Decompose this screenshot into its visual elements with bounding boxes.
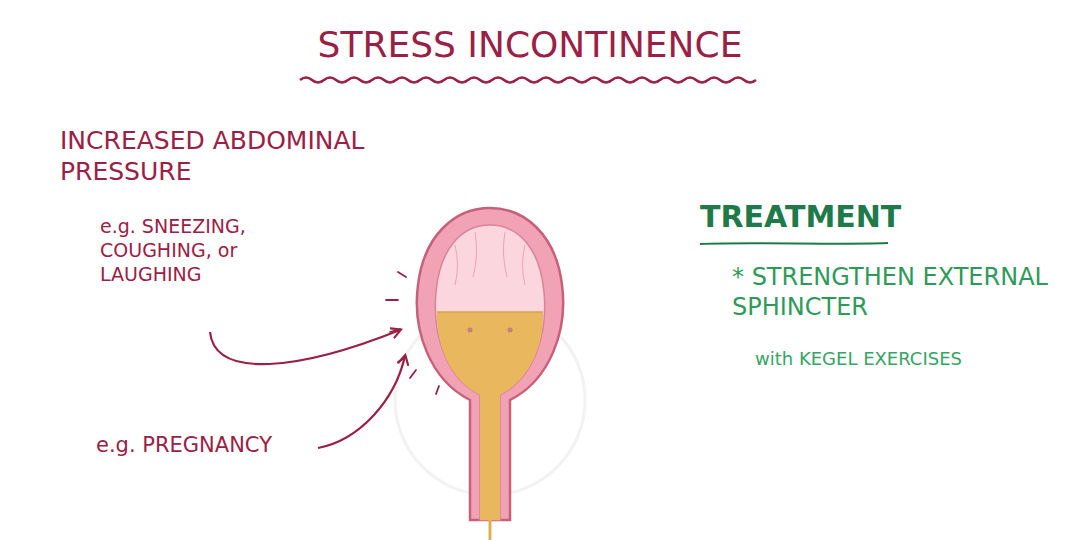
title-underline bbox=[300, 78, 756, 83]
pregnancy-arrow bbox=[318, 356, 405, 448]
treatment-underline bbox=[700, 243, 888, 244]
bladder-wall bbox=[417, 208, 563, 520]
treatment-detail: with KEGEL EXERCISES bbox=[755, 348, 1075, 371]
urine bbox=[437, 312, 543, 520]
diagram-title: STRESS INCONTINENCE bbox=[280, 22, 780, 67]
bladder-lumen bbox=[435, 225, 544, 520]
treatment-heading: TREATMENT bbox=[700, 198, 960, 236]
pressure-arrow bbox=[210, 330, 400, 364]
cause-examples: e.g. SNEEZING, COUGHING, or LAUGHING bbox=[100, 215, 330, 286]
cause-example: e.g. PREGNANCY bbox=[96, 432, 316, 458]
cause-heading: INCREASED ABDOMINAL PRESSURE bbox=[60, 125, 390, 188]
treatment-item: * STRENGTHEN EXTERNAL SPHINCTER bbox=[732, 262, 1072, 322]
